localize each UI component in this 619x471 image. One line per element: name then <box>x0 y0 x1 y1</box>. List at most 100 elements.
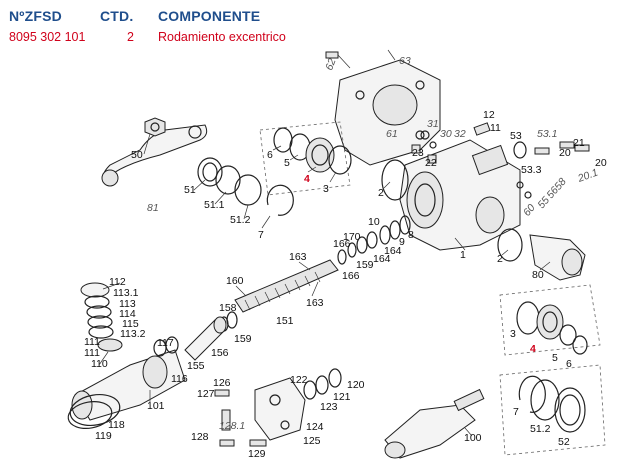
label-10: 10 <box>368 216 380 228</box>
label-123: 123 <box>320 401 338 413</box>
header-component: COMPONENTE <box>158 8 261 24</box>
label-20b: 20 <box>595 157 607 169</box>
label-51-2: 51.2 <box>230 214 251 226</box>
sector-shaft-80 <box>529 234 586 281</box>
label-163b: 163 <box>306 297 324 309</box>
ring-6-lower <box>572 335 588 355</box>
label-63: 63 <box>399 55 411 67</box>
bearing-4 <box>305 137 335 173</box>
label-119: 119 <box>95 430 112 442</box>
cylinder-housing-101 <box>71 349 186 421</box>
label-51-1: 51.1 <box>204 199 225 211</box>
valve-stack-112 <box>80 282 123 352</box>
label-9: 9 <box>399 236 405 248</box>
label-5-lower: 5 <box>552 352 558 364</box>
label-151: 151 <box>276 315 294 327</box>
label-127: 127 <box>197 388 215 400</box>
ring-3-lower <box>516 301 540 335</box>
label-3: 3 <box>323 183 329 195</box>
label-22: 22 <box>425 157 437 169</box>
label-117: 117 <box>157 337 174 349</box>
label-118: 118 <box>108 419 125 431</box>
label-122: 122 <box>290 374 308 386</box>
label-31: 31 <box>427 118 439 130</box>
label-115: 115 <box>122 318 139 330</box>
label-2b: 2 <box>497 253 503 265</box>
row-component: Rodamiento excentrico <box>158 30 286 44</box>
label-155: 155 <box>187 360 205 372</box>
label-51: 51 <box>184 184 196 196</box>
label-11: 11 <box>490 122 501 134</box>
worm-shaft-151 <box>234 259 339 313</box>
bolt-62 <box>325 51 351 69</box>
cover-plate-61 <box>334 59 441 166</box>
label-32: 32 <box>454 128 466 140</box>
label-4-lower: 4 <box>530 343 536 355</box>
label-111b: 111 <box>84 347 100 359</box>
row-qty: 2 <box>127 30 134 44</box>
row-ref: 8095 302 101 <box>9 30 86 44</box>
label-1: 1 <box>460 249 466 261</box>
label-159a: 159 <box>356 259 374 271</box>
label-12: 12 <box>483 109 495 121</box>
label-5: 5 <box>284 157 290 169</box>
label-158: 158 <box>219 302 237 314</box>
ring-5-lower <box>559 324 577 346</box>
rings-120-123 <box>303 368 342 400</box>
ring-3 <box>328 145 352 175</box>
label-128-1: 128.1 <box>219 420 245 432</box>
label-101: 101 <box>147 400 165 412</box>
label-53-1: 53.1 <box>537 128 557 140</box>
label-4: 4 <box>304 173 310 185</box>
label-124: 124 <box>306 421 324 433</box>
ring-512 <box>234 174 262 206</box>
ring-2-right <box>497 228 523 262</box>
ring-511 <box>215 165 241 195</box>
label-113-1: 113.1 <box>113 287 139 299</box>
sector-shaft-100 <box>384 388 485 459</box>
sleeve-156 <box>184 316 227 361</box>
label-7: 7 <box>258 229 264 241</box>
ring-512-lower <box>530 379 560 421</box>
label-116: 116 <box>171 373 188 385</box>
bearing-4-lower <box>536 304 564 340</box>
label-114: 114 <box>119 308 136 320</box>
label-125: 125 <box>303 435 321 447</box>
label-112: 112 <box>109 276 126 288</box>
label-21: 21 <box>573 137 585 149</box>
label-81: 81 <box>147 202 159 214</box>
label-7-lower: 7 <box>513 406 519 418</box>
label-164b: 164 <box>373 253 391 265</box>
label-23: 23 <box>412 147 424 159</box>
label-111a: 111 <box>84 336 100 348</box>
header-qty: CTD. <box>100 8 134 24</box>
label-50: 50 <box>131 149 143 161</box>
ring-52 <box>554 387 586 433</box>
label-164a: 164 <box>384 245 402 257</box>
leader-lines <box>98 133 551 437</box>
label-166a: 166 <box>333 238 351 250</box>
label-53-3: 53.3 <box>521 164 542 176</box>
label-113: 113 <box>119 298 136 310</box>
label-20-1: 20.1 <box>575 167 599 186</box>
label-62: 62 <box>323 57 338 72</box>
label-30: 30 <box>440 128 452 140</box>
label-80: 80 <box>532 269 544 281</box>
label-6-lower: 6 <box>566 358 572 370</box>
label-159b: 159 <box>234 333 252 345</box>
circlip-7 <box>266 184 294 216</box>
label-121: 121 <box>333 391 351 403</box>
label-61: 61 <box>386 128 398 140</box>
nut-50 <box>144 117 166 137</box>
label-163a: 163 <box>289 251 307 263</box>
ring-118-119 <box>67 394 121 429</box>
cover-125 <box>254 377 306 441</box>
label-129: 129 <box>248 448 266 460</box>
label-126: 126 <box>213 377 231 389</box>
label-113-2: 113.2 <box>120 328 146 340</box>
header-ref: NºZFSD <box>9 8 62 24</box>
label-51-2-lower: 51.2 <box>530 423 551 435</box>
callouts: 50 51 51.1 51.2 7 81 6 5 4 3 2 62 63 61 … <box>84 55 607 460</box>
label-6: 6 <box>267 149 273 161</box>
